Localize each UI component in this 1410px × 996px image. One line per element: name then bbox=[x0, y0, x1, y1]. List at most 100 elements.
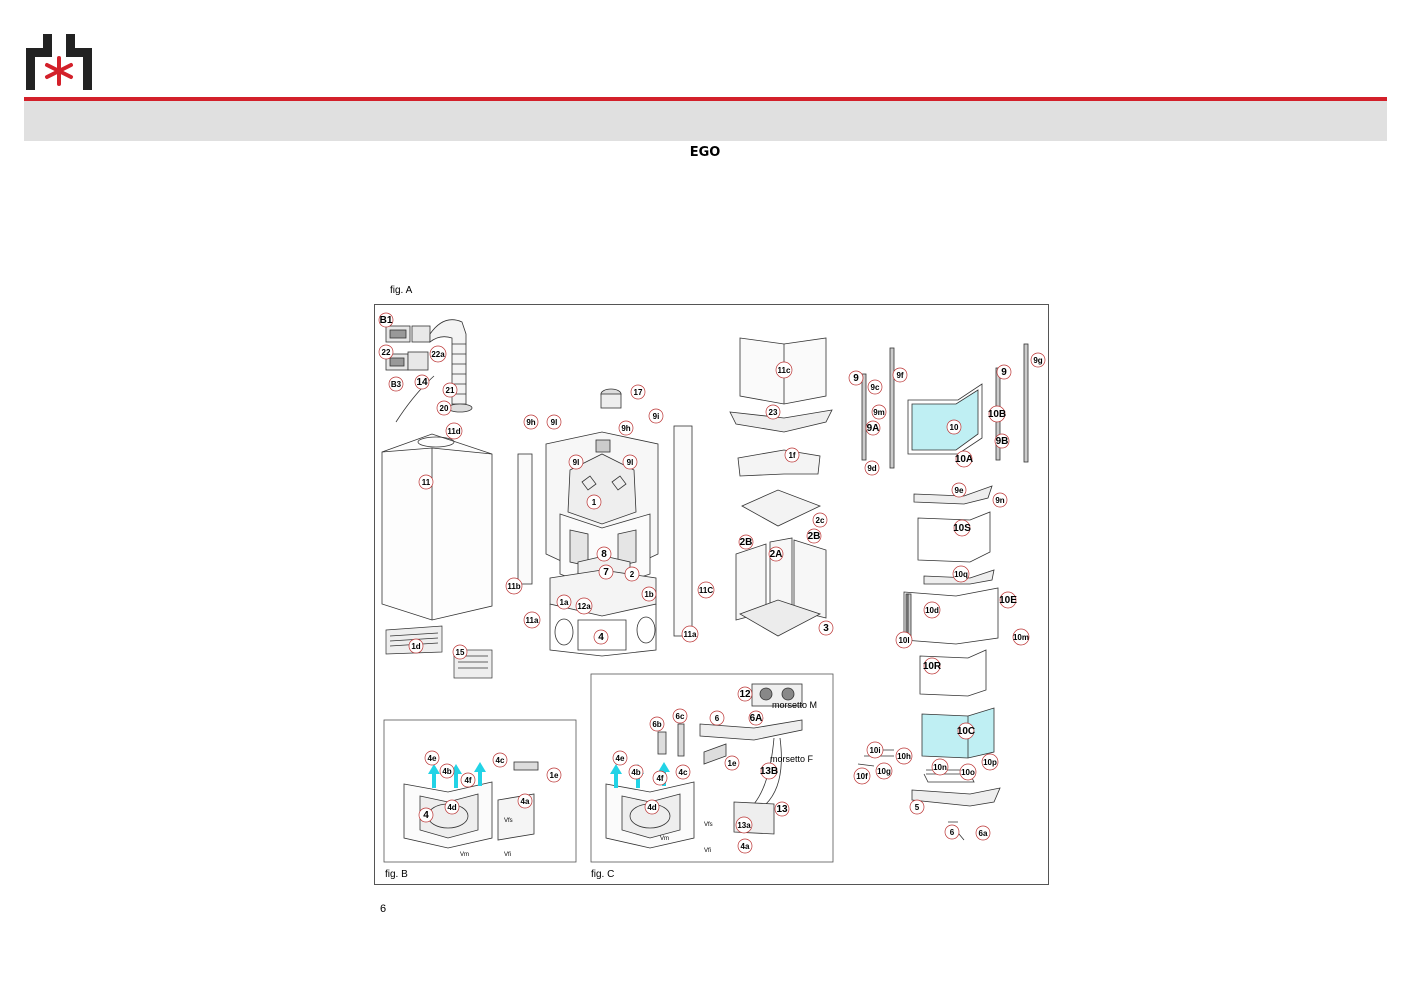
svg-text:9i: 9i bbox=[653, 412, 660, 421]
svg-text:10l: 10l bbox=[898, 636, 909, 645]
callout-fig-a-22: 22 bbox=[378, 344, 394, 360]
callout-fig-a-2c: 2c bbox=[812, 512, 828, 528]
svg-text:21: 21 bbox=[446, 386, 455, 395]
svg-text:2B: 2B bbox=[740, 537, 753, 548]
callout-fig-a-11a: 11a bbox=[523, 611, 541, 629]
svg-text:6: 6 bbox=[950, 828, 955, 837]
svg-text:9f: 9f bbox=[896, 371, 903, 380]
svg-text:6c: 6c bbox=[676, 712, 685, 721]
liner-panels bbox=[729, 337, 833, 637]
svg-text:12: 12 bbox=[739, 689, 751, 700]
svg-text:1e: 1e bbox=[728, 759, 737, 768]
svg-text:7: 7 bbox=[603, 567, 609, 578]
stove-body bbox=[517, 388, 693, 657]
svg-text:10g: 10g bbox=[877, 767, 891, 776]
svg-text:6: 6 bbox=[715, 714, 720, 723]
callout-fig-a-11C: 11C bbox=[697, 581, 715, 599]
callout-fig-a-B1: B1 bbox=[378, 312, 394, 328]
annotation-vm-c: Vm bbox=[660, 836, 669, 842]
svg-text:5: 5 bbox=[915, 803, 920, 812]
annotation-vfi: Vfi bbox=[504, 852, 511, 858]
callout-fig-a-2A: 2A bbox=[768, 546, 784, 562]
svg-text:4c: 4c bbox=[496, 756, 505, 765]
svg-text:9: 9 bbox=[1001, 367, 1007, 378]
svg-text:10S: 10S bbox=[953, 523, 971, 534]
fig-b-frame bbox=[383, 719, 577, 863]
callout-fig-a-B3: B3 bbox=[388, 376, 404, 392]
callout-fig-a-9c: 9c bbox=[867, 379, 883, 395]
svg-text:10p: 10p bbox=[983, 758, 997, 767]
callout-fig-a-10R: 10R bbox=[923, 657, 942, 675]
callout-fig-a-10A: 10A bbox=[955, 450, 973, 468]
callout-fig-c-13: 13 bbox=[774, 801, 790, 817]
callout-fig-a-9m: 9m bbox=[871, 404, 887, 420]
svg-text:13B: 13B bbox=[760, 766, 778, 777]
callout-fig-a-9h: 9h bbox=[618, 420, 634, 436]
annotation-vm: Vm bbox=[460, 852, 469, 858]
side-cladding-panel bbox=[381, 433, 493, 621]
svg-text:9A: 9A bbox=[867, 423, 880, 434]
annotation-morsetto-f: morsetto F bbox=[770, 754, 814, 764]
svg-text:1e: 1e bbox=[550, 771, 559, 780]
annotation-morsetto-m: morsetto M bbox=[772, 700, 817, 710]
callout-fig-a-1f: 1f bbox=[784, 447, 800, 463]
callout-fig-a-10o: 10o bbox=[959, 763, 977, 781]
page-title: EGO bbox=[689, 145, 721, 160]
callout-fig-c-4a: 4a bbox=[737, 838, 753, 854]
callout-fig-c-4f: 4f bbox=[652, 770, 668, 786]
fig-c-frame bbox=[590, 673, 834, 863]
callout-fig-a-9B: 9B bbox=[994, 433, 1010, 449]
callout-fig-a-17: 17 bbox=[630, 384, 646, 400]
svg-text:17: 17 bbox=[634, 388, 643, 397]
callout-fig-a-1d: 1d bbox=[408, 638, 424, 654]
svg-text:10f: 10f bbox=[856, 772, 868, 781]
callout-fig-a-10n: 10n bbox=[931, 758, 949, 776]
callout-fig-a-9d: 9d bbox=[864, 460, 880, 476]
svg-text:2A: 2A bbox=[770, 549, 783, 560]
svg-text:2c: 2c bbox=[816, 516, 825, 525]
svg-text:9l: 9l bbox=[573, 458, 580, 467]
svg-text:4a: 4a bbox=[741, 842, 750, 851]
svg-text:6a: 6a bbox=[979, 829, 988, 838]
callout-fig-a-11b: 11b bbox=[505, 577, 523, 595]
header-grey-band bbox=[24, 101, 1387, 141]
callout-fig-a-10: 10 bbox=[946, 419, 962, 435]
svg-text:9h: 9h bbox=[621, 424, 630, 433]
svg-text:10i: 10i bbox=[869, 746, 880, 755]
svg-text:2B: 2B bbox=[808, 531, 821, 542]
callout-fig-b-4b: 4b bbox=[439, 763, 455, 779]
svg-text:1a: 1a bbox=[560, 598, 569, 607]
callout-fig-c-4e: 4e bbox=[612, 750, 628, 766]
annotation-vfi-c: Vfi bbox=[704, 848, 711, 854]
callout-fig-b-4c: 4c bbox=[492, 752, 508, 768]
svg-text:9B: 9B bbox=[996, 436, 1009, 447]
callout-fig-c-4b: 4b bbox=[628, 764, 644, 780]
callout-fig-c-6b: 6b bbox=[649, 716, 665, 732]
svg-text:10o: 10o bbox=[961, 768, 975, 777]
svg-text:11b: 11b bbox=[507, 582, 520, 591]
svg-text:10B: 10B bbox=[988, 409, 1006, 420]
callout-fig-a-10S: 10S bbox=[953, 519, 971, 537]
svg-text:9l: 9l bbox=[551, 418, 558, 427]
fig-a-label: fig. A bbox=[390, 285, 413, 296]
svg-text:10R: 10R bbox=[923, 661, 942, 672]
svg-text:11a: 11a bbox=[526, 616, 539, 625]
callout-fig-c-6: 6 bbox=[709, 710, 725, 726]
callout-fig-a-9l: 9l bbox=[568, 454, 584, 470]
svg-text:10C: 10C bbox=[957, 726, 975, 737]
door-frames bbox=[857, 343, 1029, 841]
annotation-vfs-c: Vfs bbox=[704, 822, 713, 828]
svg-text:11d: 11d bbox=[447, 427, 460, 436]
callout-fig-a-11c: 11c bbox=[775, 361, 793, 379]
svg-text:11a: 11a bbox=[684, 630, 697, 639]
callout-fig-a-2B: 2B bbox=[806, 528, 822, 544]
callout-fig-a-5: 5 bbox=[909, 799, 925, 815]
svg-text:10q: 10q bbox=[954, 570, 968, 579]
page-number: 6 bbox=[380, 903, 387, 915]
callout-fig-a-9h: 9h bbox=[523, 414, 539, 430]
callout-fig-a-9e: 9e bbox=[951, 482, 967, 498]
callout-fig-a-10f: 10f bbox=[853, 767, 871, 785]
callout-fig-b-1e: 1e bbox=[546, 767, 562, 783]
callout-fig-a-9: 9 bbox=[848, 370, 864, 386]
svg-text:9: 9 bbox=[853, 373, 859, 384]
